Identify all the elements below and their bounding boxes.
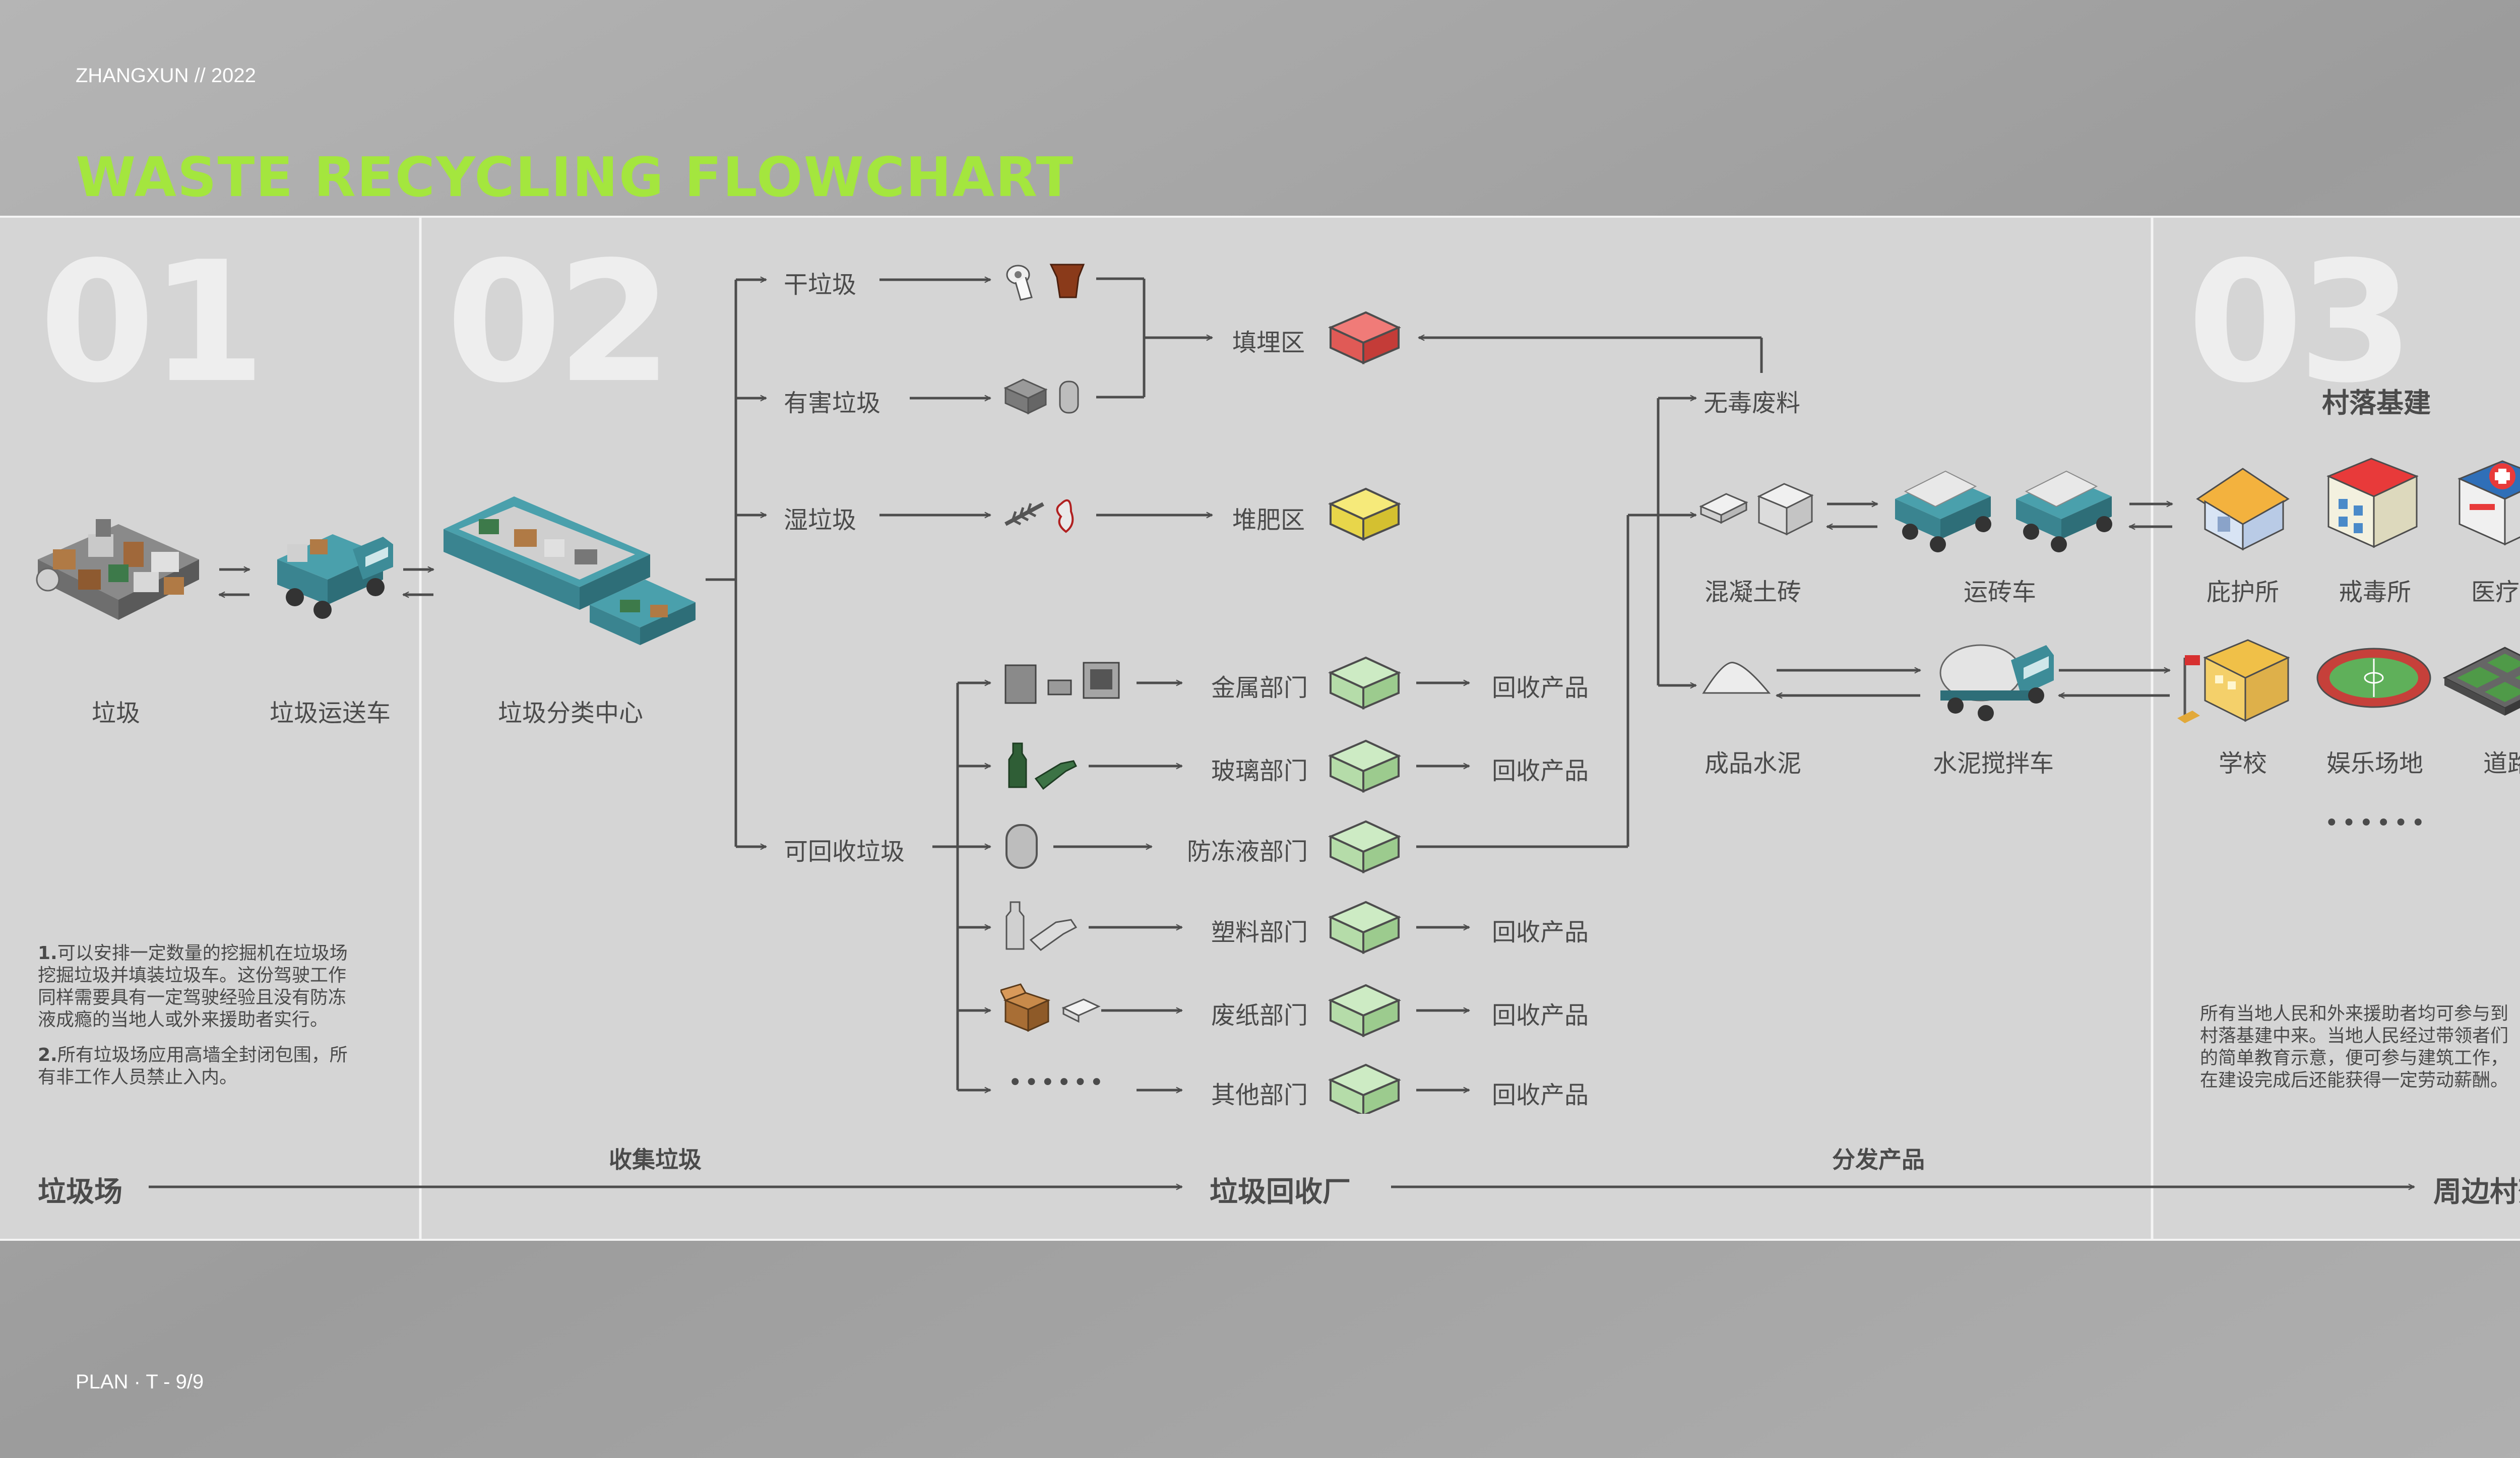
building-playground: 娱乐场地: [2326, 749, 2424, 778]
garbage-label: 垃圾: [91, 699, 141, 727]
concrete-brick-icon: [1699, 483, 1814, 536]
clinic-icon: [2458, 460, 2520, 546]
toilet-paper-icon: [1006, 264, 1085, 301]
building-rehab: 戒毒所: [2338, 578, 2412, 606]
other-items-ellipsis: ••••••: [1008, 1068, 1106, 1097]
timeline-distribute: 分发产品: [1832, 1146, 1925, 1173]
dept-glass: 玻璃部门: [1211, 757, 1308, 785]
note-right: 所有当地人民和外来援助者均可参与到 村落基建中来。当地人民经过带领者们 的简单教…: [2200, 1003, 2508, 1092]
dept-metal: 金属部门: [1211, 674, 1308, 702]
compost-box-icon: [1328, 487, 1401, 541]
shelter-icon: [2196, 468, 2290, 551]
output-paper: 回收产品: [1492, 1001, 1589, 1030]
plastic-bottle-icon: [1005, 901, 1078, 951]
mixer-label: 水泥搅拌车: [1932, 749, 2054, 778]
note-right-line-4: 在建设完成后还能获得一定劳动薪酬。: [2200, 1070, 2509, 1091]
department-boxes: [1328, 656, 1401, 1114]
note-right-line-1: 所有当地人民和外来援助者均可参与到: [2200, 1003, 2509, 1024]
credit-text: ZHANGXUN // 2022: [76, 65, 256, 87]
note-1-line-2: 挖掘垃圾并填装垃圾车。这份驾驶工作: [38, 965, 347, 986]
note-1-line-4: 液成瘾的当地人或外来援助者实行。: [38, 1009, 329, 1030]
battery-icon: [1003, 378, 1079, 415]
glass-bottle-icon: [1008, 742, 1078, 790]
category-hazardous: 有害垃圾: [784, 389, 881, 417]
building-school: 学校: [2218, 749, 2267, 778]
village-title: 村落基建: [2322, 387, 2431, 419]
dept-plastic: 塑料部门: [1211, 918, 1308, 946]
garbage-truck-icon: [277, 534, 393, 619]
category-dry: 干垃圾: [784, 271, 857, 299]
note-1-line-3: 同样需要具有一定驾驶经验且没有防冻: [38, 987, 347, 1008]
school-icon: [2177, 639, 2290, 723]
section-number-1: 01: [39, 226, 266, 419]
page-number: PLAN · T - 9/9: [76, 1371, 204, 1393]
category-recyclable: 可回收垃圾: [784, 838, 905, 866]
section-number-2: 02: [446, 226, 672, 419]
section-number-3: 03: [2187, 226, 2414, 419]
garbage-truck-label: 垃圾运送车: [269, 699, 391, 727]
sorting-center-label: 垃圾分类中心: [497, 699, 644, 727]
note-2-line-1: 所有垃圾场应用高墙全封闭包围，所: [57, 1045, 348, 1065]
cement-label: 成品水泥: [1704, 749, 1802, 778]
sports-field-icon: [2316, 648, 2431, 708]
note-right-line-2: 村落基建中来。当地人民经过带领者们: [2200, 1026, 2509, 1046]
garbage-pile-icon: [36, 519, 199, 620]
cement-mixer-truck-icon: [1939, 644, 2054, 721]
metal-items-icon: [1004, 662, 1120, 704]
timeline-end: 周边村落: [2433, 1176, 2520, 1209]
village-more-ellipsis: ••••••: [2324, 809, 2428, 837]
rehab-center-icon: [2326, 458, 2419, 548]
note-2-line-2: 有非工作人员禁止入内。: [38, 1067, 238, 1088]
timeline-mid: 垃圾回收厂: [1210, 1176, 1351, 1209]
building-shelter: 庇护所: [2206, 578, 2280, 606]
output-glass: 回收产品: [1492, 757, 1589, 785]
brick-truck-label: 运砖车: [1963, 578, 2037, 606]
output-metal: 回收产品: [1492, 674, 1589, 702]
note-right-line-3: 的简单教育示意，便可参与建筑工作，: [2200, 1048, 2509, 1068]
building-clinic: 医疗所: [2471, 578, 2520, 606]
compost-label: 堆肥区: [1232, 506, 1305, 534]
dept-paper: 废纸部门: [1211, 1001, 1308, 1030]
brick-truck-icon: [1895, 470, 2113, 553]
cardboard-box-icon: [1000, 983, 1101, 1032]
note-left: 1.可以安排一定数量的挖掘机在垃圾场 挖掘垃圾并填装垃圾车。这份驾驶工作 同样需…: [38, 942, 348, 1102]
output-plastic: 回收产品: [1492, 918, 1589, 946]
note-1-line-1: 可以安排一定数量的挖掘机在垃圾场: [57, 943, 348, 964]
dept-antifreeze: 防冻液部门: [1186, 838, 1308, 866]
note-1-number: 1.: [38, 943, 57, 964]
landfill-label: 填埋区: [1232, 329, 1305, 357]
note-2-number: 2.: [38, 1045, 57, 1065]
page-title: WASTE RECYCLING FLOWCHART: [76, 146, 1075, 209]
cement-pile-icon: [1702, 662, 1771, 694]
fish-bone-icon: [1004, 499, 1074, 533]
sorting-center-icon: [444, 496, 696, 645]
nontoxic-label: 无毒废料: [1704, 389, 1801, 417]
timeline-start: 垃圾场: [38, 1176, 122, 1209]
category-wet: 湿垃圾: [784, 506, 857, 534]
road-icon: [2442, 647, 2520, 716]
dept-other: 其他部门: [1211, 1081, 1308, 1109]
output-other: 回收产品: [1492, 1081, 1589, 1109]
landfill-box-icon: [1328, 311, 1401, 365]
building-road: 道路: [2483, 749, 2520, 778]
timeline-collect: 收集垃圾: [609, 1146, 702, 1173]
antifreeze-can-icon: [1005, 824, 1038, 869]
brick-label: 混凝土砖: [1704, 578, 1802, 606]
